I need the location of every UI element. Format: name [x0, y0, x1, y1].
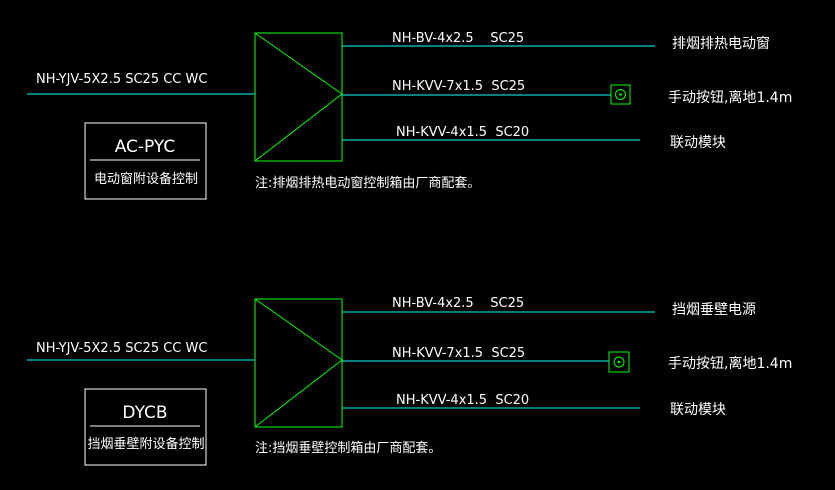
- equipment-box-frame: [84, 122, 207, 200]
- equipment-label-box: AC-PYC 电动窗附设备控制: [84, 122, 207, 200]
- equipment-box-frame: [84, 388, 207, 466]
- incoming-cable-label: NH-YJV-5X2.5 SC25 CC WC: [36, 341, 207, 356]
- control-box-frame: [254, 298, 343, 428]
- output-cable-label: NH-KVV-4x1.5 SC20: [396, 125, 529, 140]
- incoming-cable-label: NH-YJV-5X2.5 SC25 CC WC: [36, 72, 207, 87]
- equipment-label-box: DYCB 挡烟垂壁附设备控制: [84, 388, 207, 466]
- output-cable-label: NH-BV-4x2.5 SC25: [392, 31, 524, 46]
- output-cable-label: NH-KVV-7x1.5 SC25: [392, 79, 525, 94]
- control-box-triangle-upper: [254, 32, 343, 95]
- output-target-label: 联动模块: [670, 402, 726, 418]
- output-cable-label: NH-BV-4x2.5 SC25: [392, 296, 524, 311]
- control-box-triangle-upper: [254, 298, 343, 361]
- equipment-description: 挡烟垂壁附设备控制: [87, 436, 204, 452]
- note-text: 注:排烟排热电动窗控制箱由厂商配套。: [255, 175, 480, 191]
- output-target-label: 联动模块: [670, 135, 726, 151]
- note-text: 注:挡烟垂壁控制箱由厂商配套。: [255, 440, 441, 456]
- control-box-symbol: [254, 32, 343, 162]
- circuit-ac-pyc: NH-YJV-5X2.5 SC25 CC WC NH-BV-4x2.5 SC25…: [27, 31, 792, 200]
- equipment-code: AC-PYC: [115, 137, 176, 157]
- control-box-triangle-lower: [254, 359, 343, 428]
- output-cable-label: NH-KVV-4x1.5 SC20: [396, 393, 529, 408]
- control-box-frame: [254, 32, 343, 162]
- manual-button-icon: [610, 84, 631, 105]
- circuit-dycb: NH-YJV-5X2.5 SC25 CC WC NH-BV-4x2.5 SC25…: [27, 296, 792, 466]
- output-target-label: 手动按钮,离地1.4m: [668, 355, 792, 372]
- output-target-label: 手动按钮,离地1.4m: [668, 89, 792, 106]
- control-box-triangle-lower: [254, 93, 343, 162]
- output-cable-label: NH-KVV-7x1.5 SC25: [392, 346, 525, 361]
- equipment-code: DYCB: [122, 403, 167, 423]
- output-target-label: 排烟排热电动窗: [672, 35, 770, 52]
- control-box-symbol: [254, 298, 343, 428]
- output-target-label: 挡烟垂壁电源: [672, 302, 756, 318]
- manual-button-icon: [608, 351, 630, 373]
- equipment-description: 电动窗附设备控制: [94, 171, 198, 187]
